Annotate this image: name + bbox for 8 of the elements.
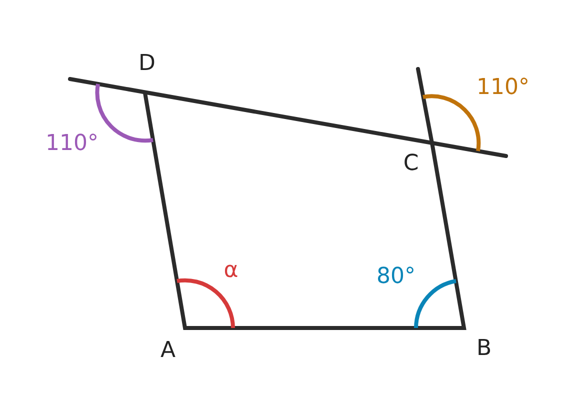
angle-label: α	[224, 260, 238, 282]
vertex-label: A	[160, 340, 176, 362]
vertex-label: B	[476, 338, 492, 360]
vertex-label: D	[138, 53, 156, 75]
angle-label: 80°	[376, 266, 416, 288]
angle-label: 110°	[476, 77, 530, 99]
vertex-label: C	[403, 153, 419, 175]
angle-label: 110°	[46, 133, 98, 155]
